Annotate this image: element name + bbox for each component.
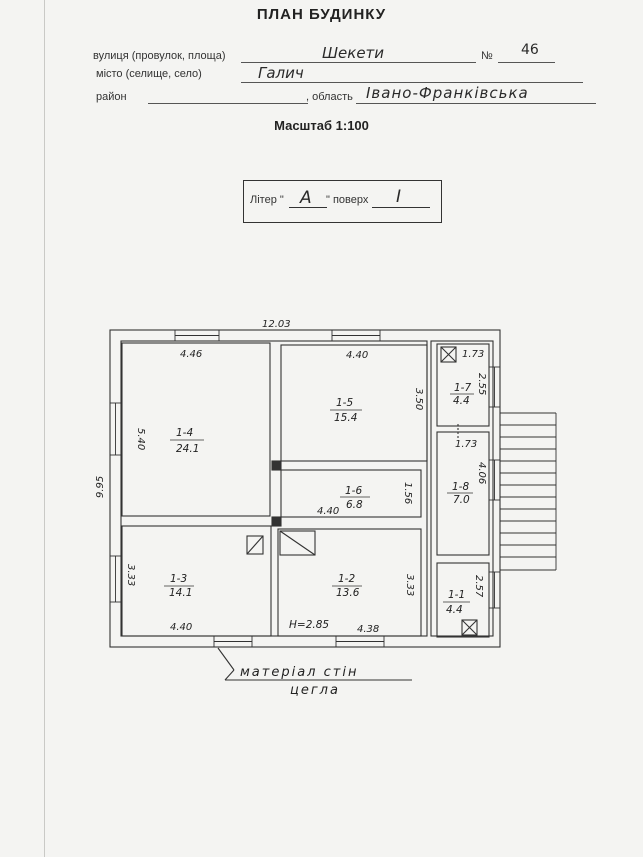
town-underline <box>241 82 583 83</box>
svg-text:1-1: 1-1 <box>448 589 465 601</box>
svg-text:13.6: 13.6 <box>336 587 360 599</box>
room-1-4: 4.46 5.40 1-4 24.1 <box>135 349 204 455</box>
overall-depth-dim: 9.95 <box>95 476 106 498</box>
town-label: місто (селище, село) <box>96 68 202 80</box>
svg-text:3.50: 3.50 <box>413 388 424 410</box>
svg-text:1-3: 1-3 <box>170 573 187 585</box>
svg-text:4.38: 4.38 <box>357 624 379 635</box>
svg-text:15.4: 15.4 <box>334 412 357 424</box>
svg-text:5.40: 5.40 <box>135 428 146 450</box>
room-1-6: 1-6 6.8 4.40 1.56 <box>317 482 413 517</box>
number-value: 46 <box>521 42 539 58</box>
svg-text:1-6: 1-6 <box>345 485 362 497</box>
svg-text:7.0: 7.0 <box>453 494 470 506</box>
svg-text:14.1: 14.1 <box>169 587 192 599</box>
district-label: район <box>96 91 127 103</box>
svg-text:4.06: 4.06 <box>476 462 487 484</box>
svg-text:1-7: 1-7 <box>454 382 471 394</box>
svg-text:1-4: 1-4 <box>176 427 193 439</box>
svg-text:1.56: 1.56 <box>402 482 413 504</box>
page-margin-line <box>44 0 45 857</box>
region-underline <box>356 103 596 104</box>
street-underline <box>241 62 476 63</box>
street-value: Шекети <box>322 44 385 62</box>
district-underline <box>148 103 308 104</box>
room-1-3: 1-3 14.1 4.40 3.33 <box>125 564 194 633</box>
region-label: , область <box>306 91 353 103</box>
material-note-line2: цегла <box>290 683 340 698</box>
room-1-2: 1-2 13.6 4.38 3.33 H=2.85 <box>289 573 415 635</box>
region-value: Івано-Франківська <box>366 84 529 102</box>
svg-text:3.33: 3.33 <box>125 564 136 586</box>
room-1-7: 1.73 1-7 4.4 2.55 <box>450 349 487 407</box>
svg-text:4.4: 4.4 <box>446 604 463 616</box>
ceiling-height-note: H=2.85 <box>289 619 329 631</box>
svg-text:3.33: 3.33 <box>404 574 415 596</box>
floor-label: " поверх <box>326 194 369 206</box>
scale-label: Масштаб 1:100 <box>274 118 369 133</box>
svg-text:4.40: 4.40 <box>170 622 192 633</box>
liter-underline <box>289 207 327 208</box>
svg-text:4.46: 4.46 <box>180 349 202 360</box>
svg-text:6.8: 6.8 <box>346 499 363 511</box>
outer-wall-inner <box>120 340 428 637</box>
floor-underline <box>372 207 430 208</box>
liter-label: Літер " <box>250 194 284 206</box>
number-label: № <box>481 50 493 62</box>
number-underline <box>498 62 555 63</box>
document-title: ПЛАН БУДИНКУ <box>256 6 387 23</box>
svg-text:2.57: 2.57 <box>473 575 484 598</box>
svg-text:1.73: 1.73 <box>455 439 477 450</box>
liter-value: А <box>300 188 312 208</box>
overall-width-dim: 12.03 <box>262 319 291 330</box>
room-1-1: 1-1 4.4 2.57 <box>443 575 484 616</box>
svg-text:1-2: 1-2 <box>338 573 355 585</box>
outer-wall-outer <box>109 329 501 648</box>
liter-floor-box: Літер " А " поверх I <box>243 180 442 223</box>
svg-text:24.1: 24.1 <box>176 443 199 455</box>
svg-text:4.40: 4.40 <box>346 350 368 361</box>
svg-text:4.4: 4.4 <box>453 395 470 407</box>
material-note-line1: матеріал стін <box>240 665 358 680</box>
svg-text:1.73: 1.73 <box>462 349 484 360</box>
room-1-5: 4.40 3.50 1-5 15.4 <box>330 350 424 424</box>
street-label: вулиця (провулок, площа) <box>93 50 226 62</box>
svg-text:4.40: 4.40 <box>317 506 339 517</box>
svg-text:1-5: 1-5 <box>336 397 353 409</box>
floor-value: I <box>396 187 402 207</box>
town-value: Галич <box>258 64 304 82</box>
svg-text:1-8: 1-8 <box>452 481 469 493</box>
room-1-8: 1.73 1-8 7.0 4.06 <box>447 439 487 506</box>
svg-text:2.55: 2.55 <box>476 373 487 395</box>
